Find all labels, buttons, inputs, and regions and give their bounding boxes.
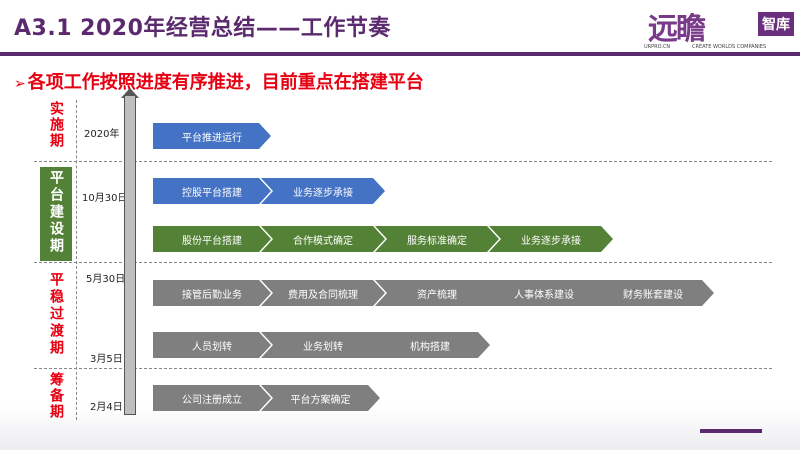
step-chevron: 资产梳理: [375, 280, 499, 306]
phase-label-text: 平台建设期: [48, 170, 64, 255]
subtitle-text: 各项工作按照进度有序推进，目前重点在搭建平台: [27, 72, 424, 93]
row-divider: [34, 262, 772, 263]
step-chevron: 费用及合同梳理: [261, 280, 385, 306]
logo-url: URPRO.CN: [644, 44, 671, 50]
step-chevron: 业务逐步承接: [261, 178, 385, 204]
logo-tag: 智库: [758, 12, 794, 36]
step-chevron: 机构搭建: [370, 332, 490, 358]
step-chevron: 平台方案确定: [261, 385, 380, 411]
step-chevron: 接管后勤业务: [153, 280, 271, 306]
logo: 远瞻 智库 URPRO.CN CREATE WORLDS COMPANIES: [644, 4, 794, 50]
step-chevron: 业务逐步承接: [489, 226, 613, 252]
step-chevron: 公司注册成立: [153, 385, 271, 411]
footer-accent-bar: [700, 429, 762, 433]
step-chevron: 人事体系建设: [482, 280, 606, 306]
phase-label-text: 平稳过渡期: [48, 272, 64, 357]
step-chevron: 平台推进运行: [153, 123, 271, 149]
step-chevron: 合作模式确定: [261, 226, 385, 252]
row-divider: [34, 368, 772, 369]
logo-slogan: CREATE WORLDS COMPANIES: [692, 44, 767, 50]
phase-label-transition: 平稳过渡期: [40, 272, 72, 366]
section-subtitle: ➢各项工作按照进度有序推进，目前重点在搭建平台: [14, 68, 424, 94]
date-label: 2020年: [84, 129, 120, 140]
step-chevron: 人员划转: [153, 332, 271, 358]
phase-label-platform: 平台建设期: [40, 167, 72, 261]
logo-brand: 远瞻: [648, 12, 706, 47]
step-chevron: 服务标准确定: [375, 226, 499, 252]
timeline-arrow-icon: [121, 88, 139, 98]
page-title: A3.1 2020年经营总结——工作节奏: [14, 16, 391, 41]
date-label: 3月5日: [90, 354, 123, 365]
phase-label-text: 实施期: [48, 101, 64, 149]
date-label: 10月30日: [82, 193, 128, 204]
phase-label-prepare: 筹备期: [40, 372, 72, 426]
step-chevron: 业务划转: [261, 332, 385, 358]
row-divider: [34, 161, 772, 162]
timeline-axis: [124, 95, 136, 415]
phase-label-text: 筹备期: [48, 372, 64, 420]
header: A3.1 2020年经营总结——工作节奏 远瞻 智库 URPRO.CN CREA…: [0, 0, 800, 58]
arrow-icon: ➢: [14, 76, 26, 92]
phase-label-implement: 实施期: [40, 101, 72, 159]
vertical-divider: [76, 100, 77, 420]
step-chevron: 控股平台搭建: [153, 178, 271, 204]
title-divider: [0, 52, 800, 56]
date-label: 5月30日: [86, 274, 126, 285]
date-label: 2月4日: [90, 402, 123, 413]
step-chevron: 财务账套建设: [592, 280, 714, 306]
step-chevron: 股份平台搭建: [153, 226, 271, 252]
